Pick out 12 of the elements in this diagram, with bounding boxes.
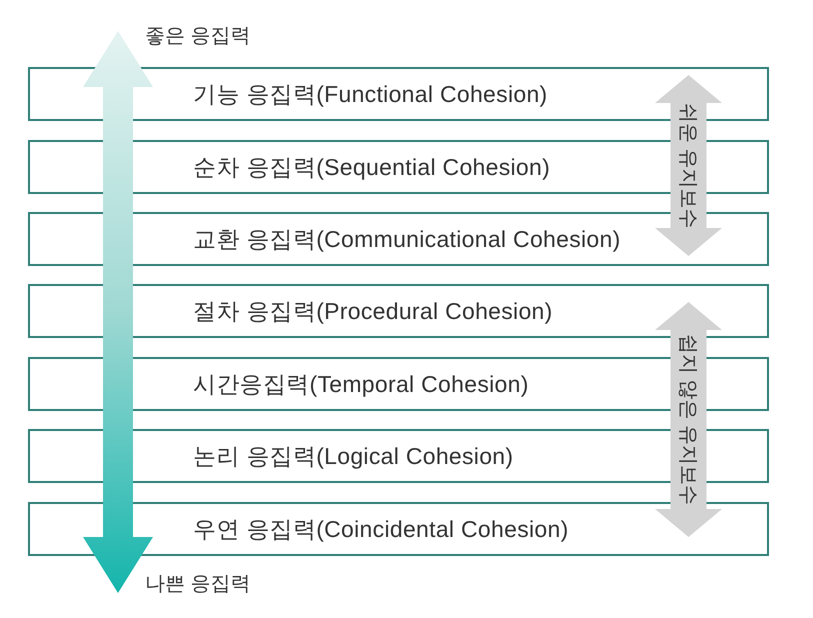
maintenance-label: 쉬운 유지보수 [676,102,700,228]
cohesion-type-label: 논리 응집력(Logical Cohesion) [193,442,514,471]
cohesion-type-label: 우연 응집력(Coincidental Cohesion) [193,514,569,544]
maintenance-label: 쉽지 않은 유지보수 [676,334,700,506]
scale-end-label: 좋은 응집력 [145,24,251,49]
scale-end-label: 나쁜 응집력 [145,572,251,597]
level-box [28,502,769,556]
cohesion-type-label: 기능 응집력(Functional Cohesion) [193,80,548,109]
cohesion-type-label: 시간응집력(Temporal Cohesion) [193,370,529,399]
cohesion-type-label: 교환 응집력(Communicational Cohesion) [193,224,621,254]
cohesion-type-label: 절차 응집력(Procedural Cohesion) [193,296,553,326]
cohesion-type-label: 순차 응집력(Sequential Cohesion) [193,152,550,182]
